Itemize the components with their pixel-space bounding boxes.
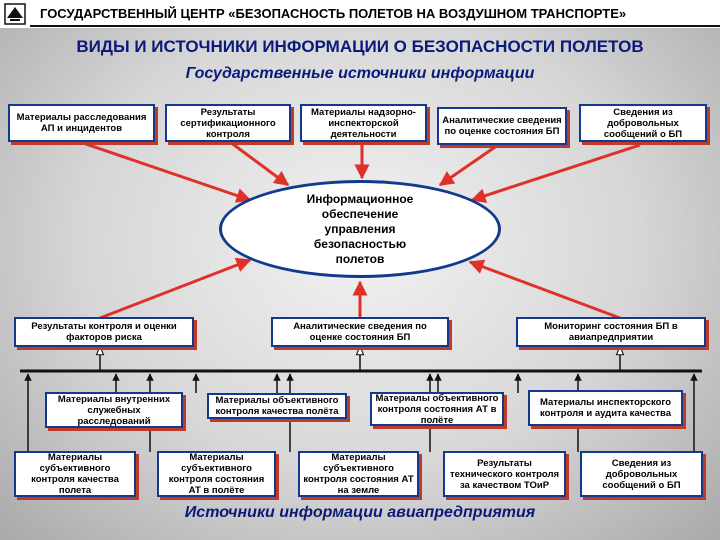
lower-source-subj-at-inflight: Материалы субъективного контроля состоян… xyxy=(157,451,276,497)
lower-source-flight-quality: Материалы объективного контроля качества… xyxy=(207,393,347,419)
lower-source-voluntary: Сведения из добровольных сообщений о БП xyxy=(580,451,703,497)
header-bar: ГОСУДАРСТВЕННЫЙ ЦЕНТР «БЕЗОПАСНОСТЬ ПОЛЕ… xyxy=(0,0,720,28)
enterprise-sources-heading: Источники информации авиапредприятия xyxy=(184,504,536,521)
logo-icon xyxy=(4,3,26,25)
lower-source-subj-at-ground: Материалы субъективного контроля состоян… xyxy=(298,451,419,497)
page-title: ВИДЫ И ИСТОЧНИКИ ИНФОРМАЦИИ О БЕЗОПАСНОС… xyxy=(76,37,644,56)
lower-source-tech-control: Результаты технического контроля за каче… xyxy=(443,451,566,497)
state-sources-heading: Государственные источники информации xyxy=(185,65,535,82)
arrow-mid-3 xyxy=(468,259,621,320)
state-source-voluntary: Сведения из добровольных сообщений о БП xyxy=(579,104,707,142)
lower-source-subj-flight-quality: Материалы субъективного контроля качеств… xyxy=(14,451,136,497)
state-source-investigations: Материалы расследования АП и инцидентов xyxy=(8,104,155,142)
lower-source-inspection-audit: Материалы инспекторского контроля и ауди… xyxy=(528,390,683,426)
arrow-top-2 xyxy=(229,140,290,187)
arrow-top-5 xyxy=(470,143,641,203)
lower-source-at-inflight: Материалы объективного контроля состояни… xyxy=(370,392,504,426)
lower-source-internal-investigations: Материалы внутренних служебных расследов… xyxy=(45,392,183,428)
state-source-analytics: Аналитические сведения по оценке состоян… xyxy=(437,107,567,145)
header-divider xyxy=(30,25,720,27)
state-source-supervision: Материалы надзорно-инспекторской деятель… xyxy=(300,104,427,142)
mid-source-monitoring: Мониторинг состояния БП в авиапредприяти… xyxy=(516,317,706,347)
org-name: ГОСУДАРСТВЕННЫЙ ЦЕНТР «БЕЗОПАСНОСТЬ ПОЛЕ… xyxy=(40,6,627,21)
arrow-top-1 xyxy=(79,140,252,203)
mid-source-analytics: Аналитические сведения по оценке состоян… xyxy=(271,317,449,347)
mid-source-risk-control: Результаты контроля и оценки факторов ри… xyxy=(14,317,194,347)
center-label: Информационное обеспечение управления бе… xyxy=(306,191,414,266)
central-ellipse: Информационное обеспечение управления бе… xyxy=(219,180,501,278)
state-source-certification: Результаты сертификационного контроля xyxy=(165,104,291,142)
arrow-mid-1 xyxy=(99,257,252,320)
arrow-top-4 xyxy=(438,143,499,187)
